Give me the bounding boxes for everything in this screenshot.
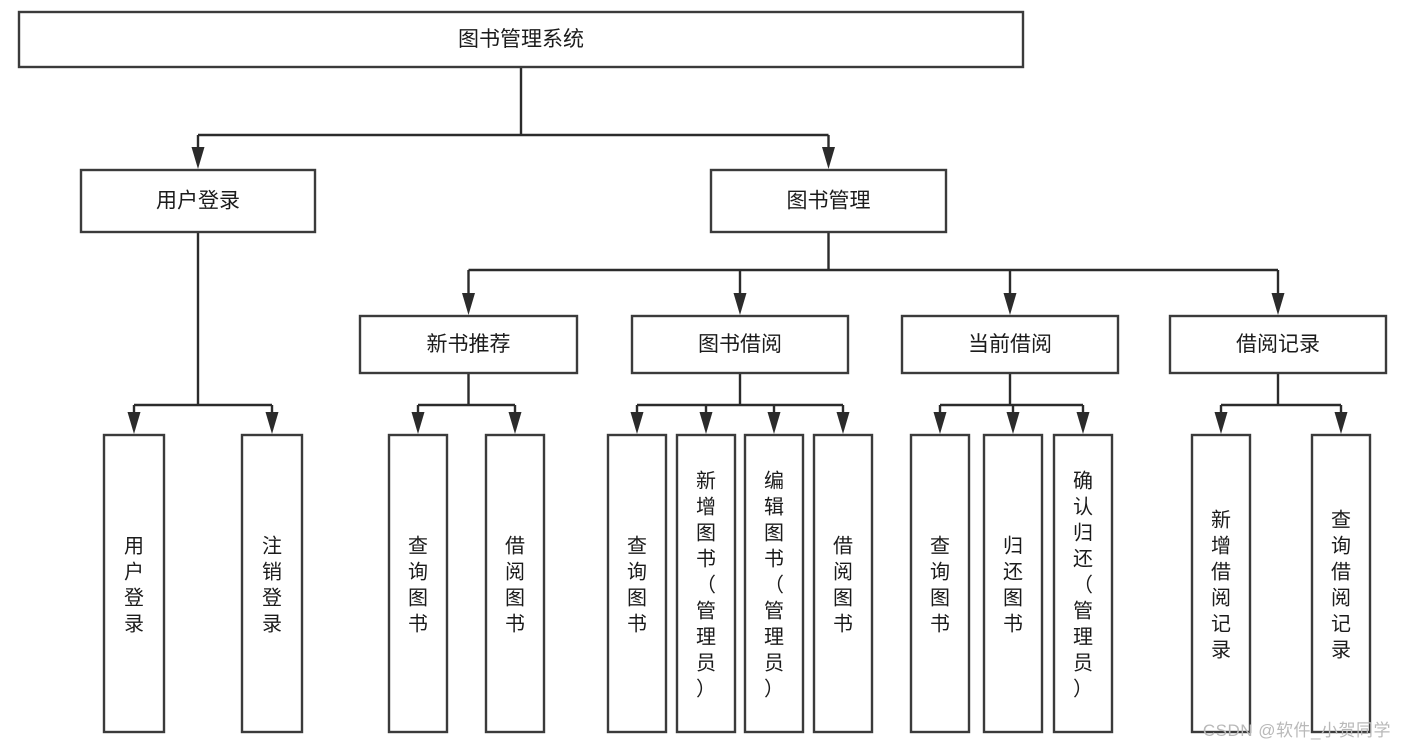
edges-from-book-borrow bbox=[630, 373, 850, 434]
csdn-watermark: CSDN @软件_小贺同学 bbox=[1202, 721, 1391, 740]
node-leaf-add-book[interactable]: 新增图书（管理员） bbox=[675, 433, 737, 734]
node-label-leaf-return-book: 归还图书 bbox=[1003, 534, 1023, 635]
node-leaf-edit-book[interactable]: 编辑图书（管理员） bbox=[743, 433, 805, 734]
node-box-leaf-query-record bbox=[1310, 433, 1372, 734]
node-box-leaf-query-book-3 bbox=[909, 433, 971, 734]
arrow-head-user-login bbox=[191, 147, 205, 169]
node-box-leaf-logout bbox=[240, 433, 304, 734]
node-box-leaf-user-login bbox=[102, 433, 166, 734]
arrow-head-current-borrow bbox=[1003, 293, 1017, 315]
node-label-borrow-record: 借阅记录 bbox=[1236, 333, 1320, 356]
arrow-head-leaf-query-book-3 bbox=[933, 412, 947, 434]
node-box-book-manage bbox=[709, 168, 948, 234]
node-box-root bbox=[17, 10, 1025, 69]
arrow-head-book-borrow bbox=[733, 293, 747, 315]
node-label-leaf-edit-book: 编辑图书（管理员） bbox=[764, 469, 784, 700]
arrow-head-leaf-query-book-1 bbox=[411, 412, 425, 434]
node-box-leaf-return-book bbox=[982, 433, 1044, 734]
node-user-login[interactable]: 用户登录 bbox=[79, 168, 317, 234]
arrow-head-leaf-confirm-return bbox=[1076, 412, 1090, 434]
node-box-leaf-edit-book bbox=[743, 433, 805, 734]
node-book-manage[interactable]: 图书管理 bbox=[709, 168, 948, 234]
node-box-leaf-query-book-1 bbox=[387, 433, 449, 734]
node-label-leaf-add-book: 新增图书（管理员） bbox=[696, 469, 716, 700]
node-leaf-query-record[interactable]: 查询借阅记录 bbox=[1310, 433, 1372, 734]
node-box-leaf-confirm-return bbox=[1052, 433, 1114, 734]
node-leaf-logout[interactable]: 注销登录 bbox=[240, 433, 304, 734]
edges-from-borrow-record bbox=[1214, 373, 1348, 434]
node-box-current-borrow bbox=[900, 314, 1120, 375]
node-box-leaf-query-book-2 bbox=[606, 433, 668, 734]
node-box-borrow-record bbox=[1168, 314, 1388, 375]
arrow-head-leaf-borrow-book-2 bbox=[836, 412, 850, 434]
arrow-head-leaf-return-book bbox=[1006, 412, 1020, 434]
arrow-head-borrow-record bbox=[1271, 293, 1285, 315]
node-label-leaf-borrow-book-1: 借阅图书 bbox=[505, 534, 525, 635]
node-layer: 图书管理系统用户登录图书管理新书推荐图书借阅当前借阅借阅记录用户登录注销登录查询… bbox=[17, 10, 1388, 734]
node-book-borrow[interactable]: 图书借阅 bbox=[630, 314, 850, 375]
node-box-leaf-borrow-book-2 bbox=[812, 433, 874, 734]
node-box-user-login bbox=[79, 168, 317, 234]
node-leaf-query-book-1[interactable]: 查询图书 bbox=[387, 433, 449, 734]
node-label-user-login: 用户登录 bbox=[156, 190, 240, 213]
node-label-new-book-rec: 新书推荐 bbox=[427, 333, 511, 356]
arrow-head-new-book-rec bbox=[462, 293, 475, 315]
edges-from-current-borrow bbox=[933, 373, 1090, 434]
node-label-leaf-borrow-book-2: 借阅图书 bbox=[833, 534, 853, 635]
node-leaf-confirm-return[interactable]: 确认归还（管理员） bbox=[1052, 433, 1114, 734]
edges-from-book-manage bbox=[462, 232, 1285, 315]
arrow-head-leaf-add-book bbox=[699, 412, 713, 434]
node-label-leaf-query-book-2: 查询图书 bbox=[627, 534, 647, 635]
node-label-leaf-query-book-3: 查询图书 bbox=[930, 534, 950, 635]
edges-from-root bbox=[191, 67, 835, 169]
arrow-head-leaf-add-record bbox=[1214, 412, 1228, 434]
node-borrow-record[interactable]: 借阅记录 bbox=[1168, 314, 1388, 375]
arrow-head-leaf-user-login bbox=[127, 412, 141, 434]
node-box-leaf-add-record bbox=[1190, 433, 1252, 734]
node-label-leaf-confirm-return: 确认归还（管理员） bbox=[1073, 469, 1093, 700]
node-root[interactable]: 图书管理系统 bbox=[17, 10, 1025, 69]
arrow-head-leaf-borrow-book-1 bbox=[508, 412, 522, 434]
node-label-leaf-query-record: 查询借阅记录 bbox=[1331, 508, 1351, 661]
node-label-leaf-add-record: 新增借阅记录 bbox=[1211, 508, 1231, 661]
node-box-new-book-rec bbox=[358, 314, 579, 375]
node-leaf-borrow-book-1[interactable]: 借阅图书 bbox=[484, 433, 546, 734]
edges-from-user-login bbox=[127, 232, 279, 434]
arrow-head-leaf-query-record bbox=[1334, 412, 1348, 434]
edges-from-new-book-rec bbox=[411, 373, 522, 434]
node-leaf-user-login[interactable]: 用户登录 bbox=[102, 433, 166, 734]
node-label-leaf-query-book-1: 查询图书 bbox=[408, 534, 428, 635]
node-box-book-borrow bbox=[630, 314, 850, 375]
node-leaf-query-book-3[interactable]: 查询图书 bbox=[909, 433, 971, 734]
node-leaf-query-book-2[interactable]: 查询图书 bbox=[606, 433, 668, 734]
node-label-leaf-logout: 注销登录 bbox=[262, 534, 282, 635]
node-box-leaf-add-book bbox=[675, 433, 737, 734]
node-label-leaf-user-login: 用户登录 bbox=[124, 535, 144, 635]
node-leaf-borrow-book-2[interactable]: 借阅图书 bbox=[812, 433, 874, 734]
node-label-current-borrow: 当前借阅 bbox=[968, 333, 1052, 356]
arrow-head-leaf-edit-book bbox=[767, 412, 781, 434]
node-new-book-rec[interactable]: 新书推荐 bbox=[358, 314, 579, 375]
node-label-book-manage: 图书管理 bbox=[787, 190, 871, 213]
connector-layer bbox=[127, 67, 1348, 434]
node-box-leaf-borrow-book-1 bbox=[484, 433, 546, 734]
arrow-head-leaf-logout bbox=[265, 412, 279, 434]
arrow-head-leaf-query-book-2 bbox=[630, 412, 644, 434]
arrow-head-book-manage bbox=[822, 147, 835, 169]
node-leaf-return-book[interactable]: 归还图书 bbox=[982, 433, 1044, 734]
node-leaf-add-record[interactable]: 新增借阅记录 bbox=[1190, 433, 1252, 734]
node-label-root: 图书管理系统 bbox=[458, 28, 584, 51]
node-current-borrow[interactable]: 当前借阅 bbox=[900, 314, 1120, 375]
node-label-book-borrow: 图书借阅 bbox=[698, 333, 782, 356]
